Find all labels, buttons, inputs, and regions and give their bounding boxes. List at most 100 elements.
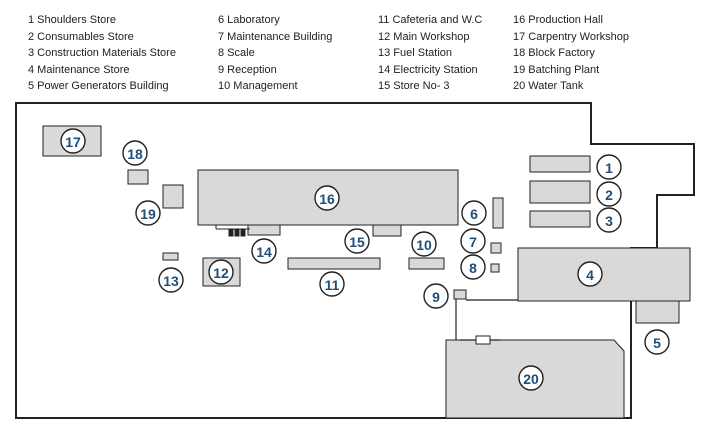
marker-16: 16 (314, 185, 340, 211)
building-consumables-store (529, 180, 591, 204)
legend: 1 Shoulders Store 2 Consumables Store 3 … (0, 12, 706, 94)
marker-circle (423, 283, 449, 309)
marker-number: 8 (469, 260, 477, 276)
access-road (455, 299, 518, 341)
marker-circle (577, 261, 603, 287)
marker-circle (208, 259, 234, 285)
legend-column-1: 1 Shoulders Store 2 Consumables Store 3 … (28, 12, 176, 95)
marker-number: 16 (319, 191, 335, 207)
marker-13: 13 (158, 267, 184, 293)
building-maintenance-store (517, 247, 691, 302)
building-scale (490, 263, 500, 273)
legend-item-5: 5 Power Generators Building (28, 80, 169, 92)
marker-number: 5 (653, 335, 661, 351)
legend-item-2: 2 Consumables Store (28, 30, 134, 43)
legend-item-1: 1 Shoulders Store (28, 14, 117, 26)
legend-item-19: 19 Batching Plant (513, 63, 600, 76)
legend-item-14: 14 Electricity Station (378, 63, 478, 76)
marker-circle (314, 185, 340, 211)
marker-circle (596, 181, 622, 207)
marker-circle (122, 140, 148, 166)
legend-item-4: 4 Maintenance Store (28, 63, 130, 76)
marker-circle (460, 228, 486, 254)
marker-number: 13 (163, 273, 179, 289)
marker-circle (518, 365, 544, 391)
legend-item-10: 10 Management (218, 80, 298, 92)
marker-8: 8 (460, 254, 486, 280)
marker-11: 11 (319, 271, 345, 297)
marker-number: 11 (325, 277, 340, 293)
marker-number: 1 (605, 160, 613, 176)
marker-circle (411, 231, 437, 257)
building-maintenance-building (490, 242, 502, 254)
legend-item-3: 3 Construction Materials Store (28, 47, 176, 59)
marker-circle (158, 267, 184, 293)
marker-number: 14 (256, 244, 272, 260)
marker-number: 17 (65, 134, 81, 150)
legend-column-3: 11 Cafeteria and W.C 12 Main Workshop 13… (378, 12, 482, 95)
building-cafeteria (287, 257, 381, 270)
marker-14: 14 (251, 238, 277, 264)
legend-item-20: 20 Water Tank (513, 80, 584, 92)
marker-number: 7 (469, 234, 477, 250)
marker-1: 1 (596, 154, 622, 180)
legend-item-11: 11 Cafeteria and W.C (378, 14, 483, 26)
legend-item-9: 9 Reception (218, 63, 277, 76)
legend-item-13: 13 Fuel Station (378, 47, 452, 59)
site-boundary (15, 102, 695, 419)
marker-17: 17 (60, 128, 86, 154)
building-batching-plant (162, 184, 184, 209)
marker-circle (60, 128, 86, 154)
legend-item-8: 8 Scale (218, 47, 255, 59)
building-management (408, 257, 445, 270)
marker-15: 15 (344, 228, 370, 254)
building-construction-materials-store (529, 210, 591, 228)
legend-column-4: 16 Production Hall 17 Carpentry Workshop… (513, 12, 629, 95)
marker-number: 6 (470, 206, 478, 222)
legend-item-7: 7 Maintenance Building (218, 30, 333, 43)
building-power-generators (635, 300, 680, 324)
building-fuel-station (162, 252, 179, 261)
marker-12: 12 (208, 259, 234, 285)
marker-4: 4 (577, 261, 603, 287)
building-shoulders-store (529, 155, 591, 173)
legend-item-15: 15 Store No- 3 (378, 80, 450, 92)
gate-marker (475, 335, 491, 345)
marker-circle (460, 254, 486, 280)
marker-number: 19 (140, 206, 156, 222)
marker-number: 10 (416, 237, 432, 253)
marker-10: 10 (411, 231, 437, 257)
annex-store-3 (372, 224, 402, 237)
marker-number: 9 (432, 289, 440, 305)
marker-circle (596, 207, 622, 233)
building-water-tank (127, 169, 149, 185)
marker-number: 2 (605, 187, 613, 203)
marker-7: 7 (460, 228, 486, 254)
marker-number: 18 (127, 146, 143, 162)
marker-circle (251, 238, 277, 264)
legend-column-2: 6 Laboratory 7 Maintenance Building 8 Sc… (218, 12, 332, 95)
legend-item-12: 12 Main Workshop (378, 30, 470, 43)
marker-number: 3 (605, 213, 613, 229)
building-reception (453, 289, 467, 300)
marker-5: 5 (644, 329, 670, 355)
legend-item-18: 18 Block Factory (513, 47, 595, 59)
marker-number: 12 (213, 265, 229, 281)
marker-circle (319, 271, 345, 297)
marker-circle (644, 329, 670, 355)
marker-3: 3 (596, 207, 622, 233)
marker-20: 20 (518, 365, 544, 391)
marker-2: 2 (596, 181, 622, 207)
legend-item-6: 6 Laboratory (218, 14, 280, 26)
marker-number: 15 (349, 234, 365, 250)
marker-19: 19 (135, 200, 161, 226)
electricity-connector (215, 225, 250, 237)
legend-item-17: 17 Carpentry Workshop (513, 30, 629, 43)
marker-number: 20 (523, 371, 539, 387)
marker-circle (135, 200, 161, 226)
building-laboratory (492, 197, 504, 229)
annex-electricity (247, 224, 281, 236)
marker-circle (596, 154, 622, 180)
legend-item-16: 16 Production Hall (513, 14, 603, 26)
